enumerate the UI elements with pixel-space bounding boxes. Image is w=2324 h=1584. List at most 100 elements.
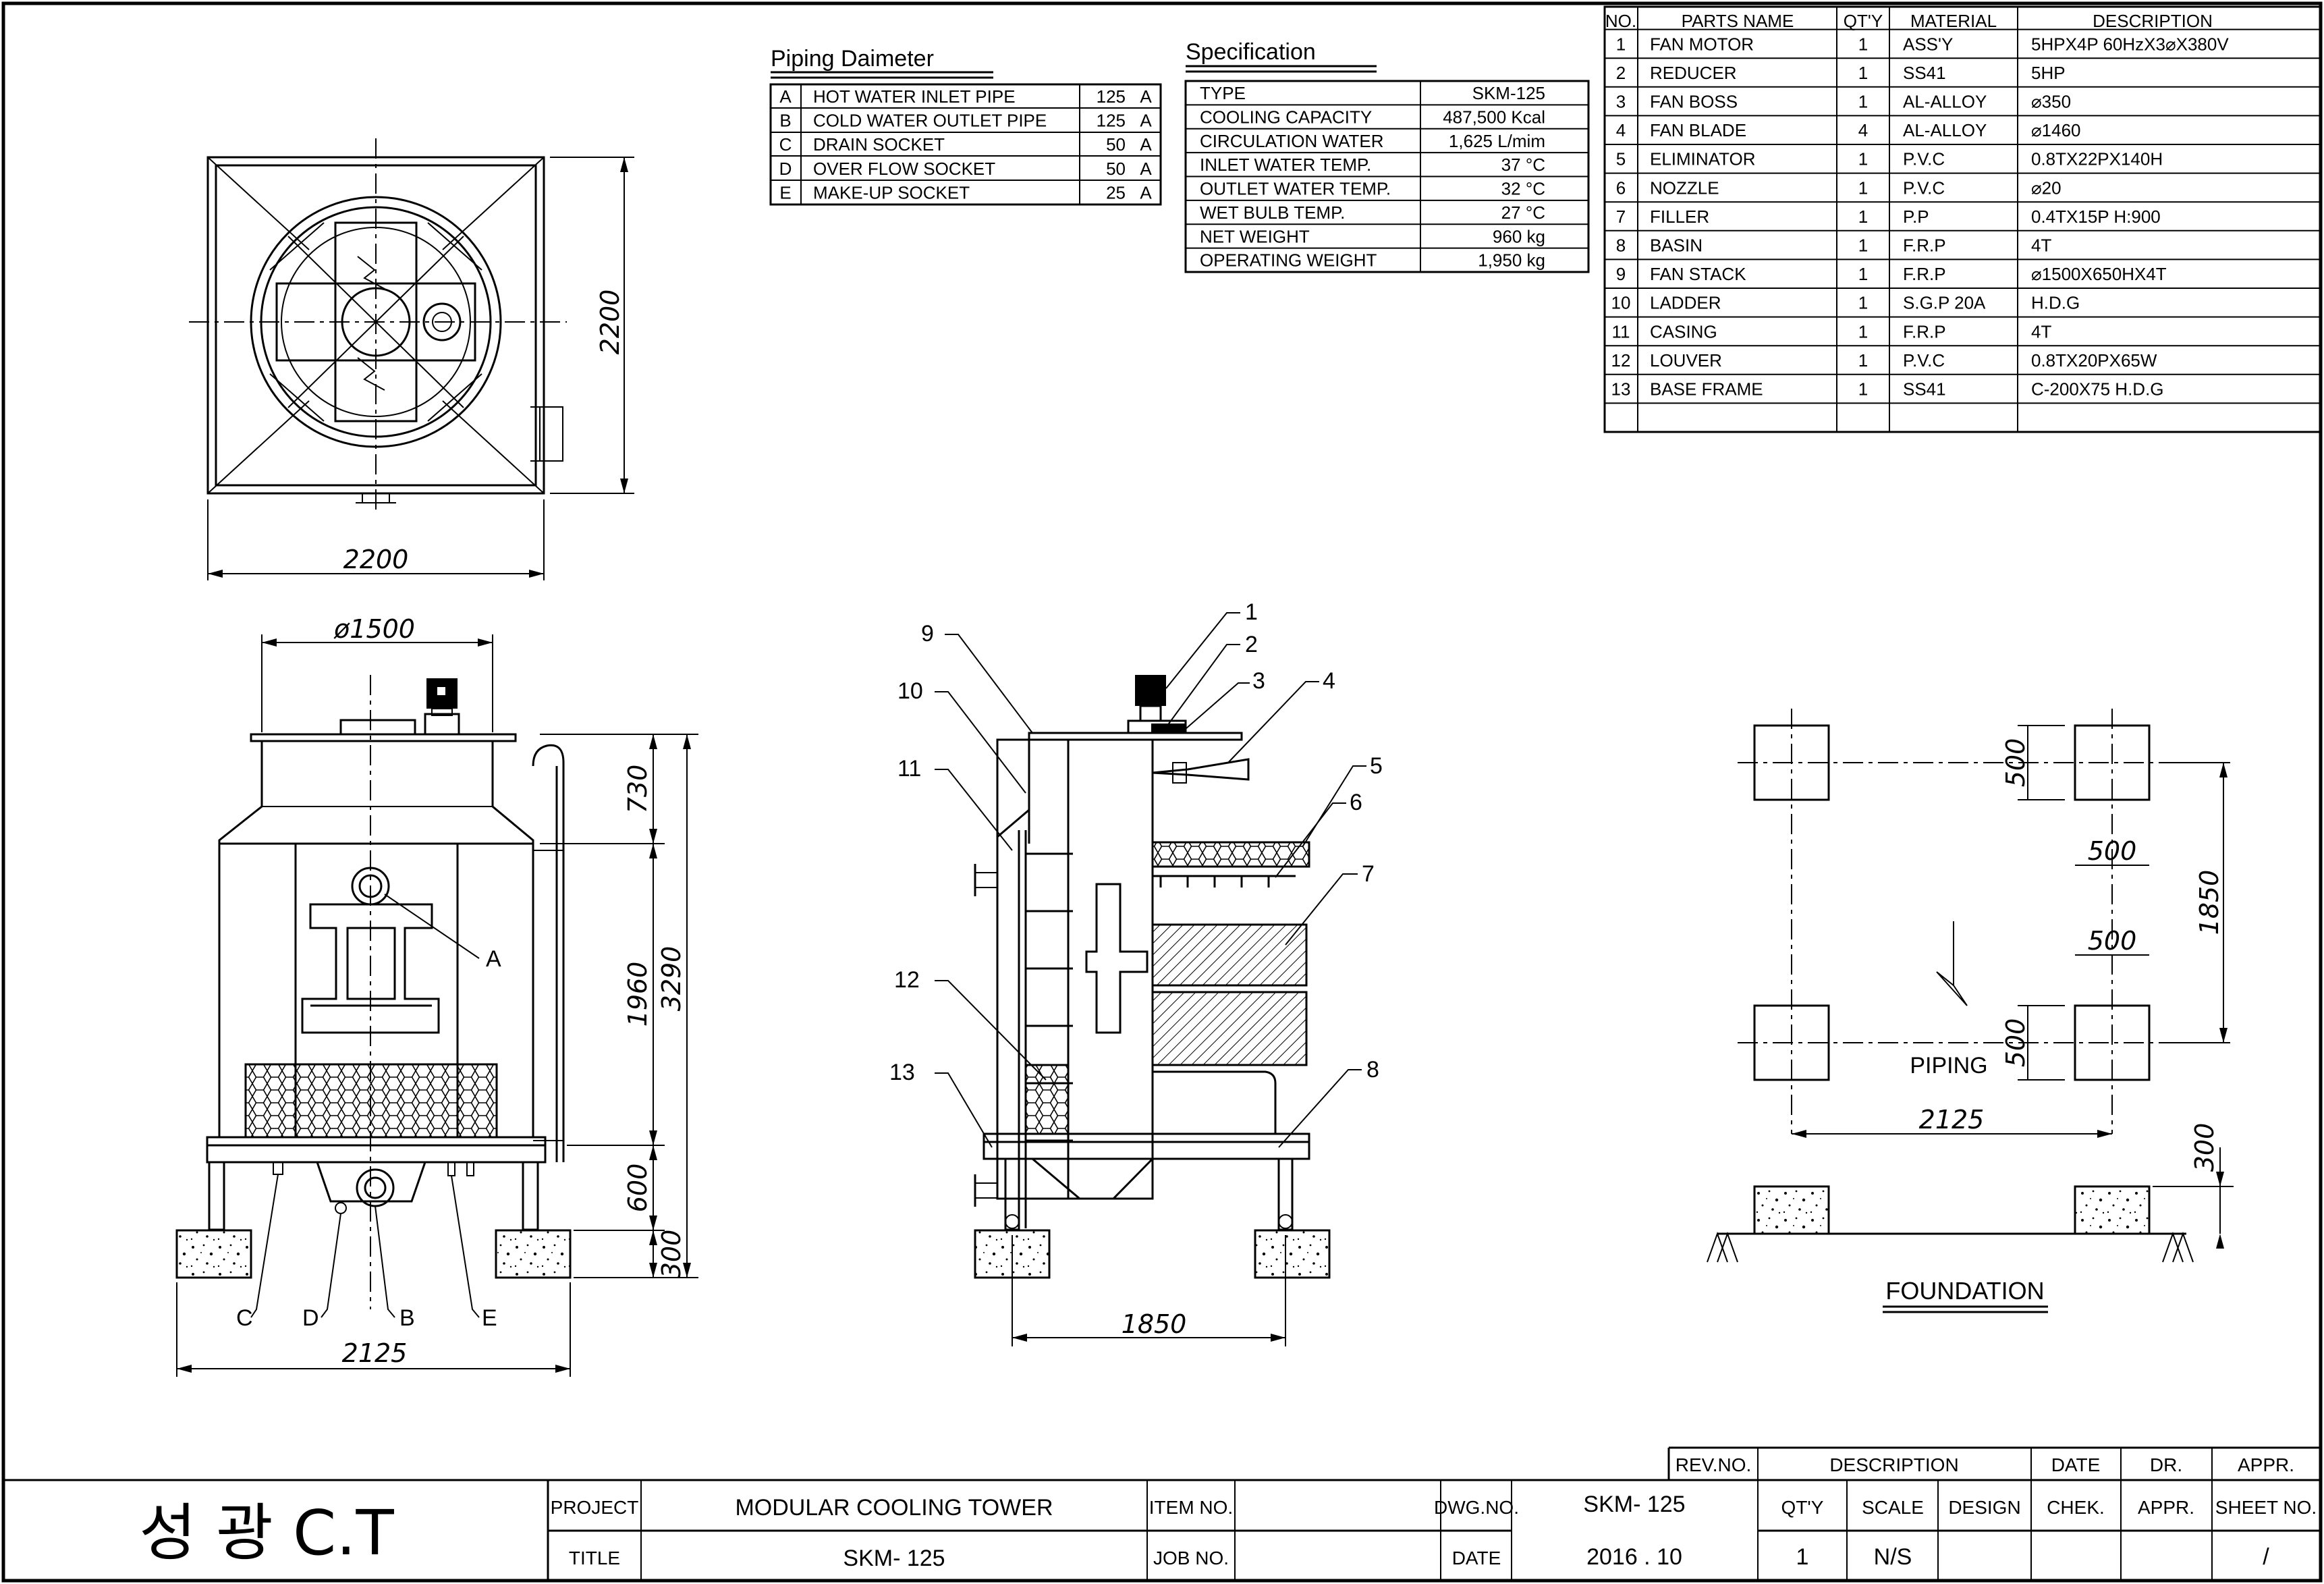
parts-cell: 1	[1858, 91, 1868, 111]
piping-size: 125	[1097, 86, 1126, 107]
piping-label: PIPING	[1910, 1053, 1987, 1078]
callout-5: 5	[1370, 753, 1383, 779]
parts-cell: 0.4TX15P H:900	[2031, 207, 2161, 227]
foundation-title: FOUNDATION	[1885, 1277, 2044, 1305]
job-no-label: JOB NO.	[1153, 1548, 1229, 1568]
callout-8: 8	[1366, 1057, 1379, 1083]
parts-cell: SS41	[1903, 63, 1946, 83]
callout-9: 9	[921, 621, 934, 647]
date-label: DATE	[1452, 1548, 1501, 1568]
parts-cell: 10	[1611, 293, 1631, 313]
piping-key: D	[779, 159, 792, 179]
scale-value: N/S	[1874, 1544, 1912, 1570]
found-dim-300: 300	[2190, 1123, 2219, 1172]
parts-cell: FAN BLADE	[1650, 120, 1746, 140]
title-block: REV.NO. DESCRIPTION DATE DR. APPR. 성 광 C…	[3, 1446, 2321, 1581]
parts-cell: 1	[1858, 235, 1868, 255]
parts-cell: 1	[1858, 149, 1868, 169]
parts-cell: LADDER	[1650, 293, 1721, 313]
parts-cell: FAN MOTOR	[1650, 34, 1754, 54]
parts-cell: ⌀1500X650HX4T	[2031, 264, 2167, 284]
parts-cell: ELIMINATOR	[1650, 149, 1756, 169]
parts-cell: P.V.C	[1903, 350, 1945, 371]
title-value: SKM- 125	[843, 1546, 945, 1571]
piping-size: 25	[1106, 182, 1126, 202]
spec-name: OUTLET WATER TEMP.	[1200, 179, 1391, 199]
parts-cell: 0.8TX20PX65W	[2031, 350, 2157, 371]
parts-cell: 0.8TX22PX140H	[2031, 149, 2163, 169]
parts-cell: 5	[1616, 149, 1626, 169]
parts-cell: 12	[1611, 350, 1631, 371]
foundation-plan: PIPING 500 500 500 500 1850 2125 300 FOU…	[1707, 709, 2234, 1313]
found-dim-500-b: 500	[2088, 836, 2137, 866]
parts-cell: FAN STACK	[1650, 264, 1746, 284]
parts-cell: BASIN	[1650, 235, 1703, 255]
spec-value: 37 °C	[1501, 155, 1545, 175]
parts-cell: NOZZLE	[1650, 177, 1719, 198]
rev-appr-header: APPR.	[2238, 1454, 2294, 1475]
parts-cell: 11	[1612, 321, 1630, 342]
parts-cell: ⌀350	[2031, 91, 2071, 111]
callout-3: 3	[1252, 668, 1265, 694]
front-dia-dim: ø1500	[333, 614, 415, 644]
parts-cell: SS41	[1903, 379, 1946, 399]
parts-header: MATERIAL	[1910, 11, 1997, 31]
front-elevation: A C D B E ø1500	[175, 614, 698, 1377]
qty-value: 1	[1796, 1544, 1809, 1570]
piping-size: 125	[1097, 111, 1126, 131]
parts-cell: 1	[1858, 264, 1868, 284]
plan-depth-dim: 2200	[595, 290, 625, 355]
piping-key: E	[779, 182, 791, 202]
parts-cell: 2	[1616, 63, 1626, 83]
side-width-dim: 1850	[1122, 1309, 1187, 1339]
plan-width-dim: 2200	[343, 545, 409, 574]
piping-unit: A	[1140, 182, 1152, 202]
found-dim-500-c: 500	[2088, 926, 2137, 956]
dim-730: 730	[623, 765, 653, 814]
piping-unit: A	[1140, 111, 1152, 131]
parts-cell: P.P	[1903, 207, 1929, 227]
project-label: PROJECT	[551, 1497, 639, 1518]
sheet-no-label: SHEET NO.	[2215, 1497, 2317, 1518]
piping-key: B	[779, 111, 791, 131]
parts-cell: 9	[1616, 264, 1626, 284]
parts-cell: CASING	[1650, 321, 1717, 342]
piping-name: HOT WATER INLET PIPE	[813, 86, 1016, 107]
parts-cell: P.V.C	[1903, 149, 1945, 169]
parts-cell: F.R.P	[1903, 264, 1946, 284]
project-name: MODULAR COOLING TOWER	[735, 1495, 1053, 1521]
item-no-label: ITEM NO.	[1149, 1497, 1233, 1518]
parts-cell: 3	[1616, 91, 1626, 111]
parts-cell: F.R.P	[1903, 321, 1946, 342]
callout-6: 6	[1350, 790, 1362, 815]
parts-cell: 1	[1858, 321, 1868, 342]
parts-cell: 13	[1611, 379, 1631, 399]
qty-label: QT'Y	[1781, 1497, 1824, 1518]
side-section: 1 2 3 4 5 6 7 8 9 10 11 12 13 1850	[889, 599, 1383, 1346]
callout-7: 7	[1362, 861, 1375, 887]
piping-key: C	[779, 134, 792, 155]
dwg-no-value: SKM- 125	[1583, 1492, 1685, 1517]
spec-title: Specification	[1186, 39, 1316, 65]
parts-cell: 1	[1858, 379, 1868, 399]
callout-11: 11	[897, 756, 921, 782]
piping-name: COLD WATER OUTLET PIPE	[813, 111, 1047, 131]
parts-cell: C-200X75 H.D.G	[2031, 379, 2164, 399]
callout-E: E	[482, 1305, 497, 1331]
parts-cell: 4T	[2031, 235, 2051, 255]
piping-key: A	[779, 86, 792, 107]
found-dim-1850: 1850	[2194, 870, 2224, 935]
spec-name: INLET WATER TEMP.	[1200, 155, 1371, 175]
parts-cell: 1	[1858, 34, 1868, 54]
spec-value: 32 °C	[1501, 179, 1545, 199]
spec-name: CIRCULATION WATER	[1200, 131, 1384, 151]
parts-cell: AL-ALLOY	[1903, 120, 1987, 140]
callout-12: 12	[894, 967, 920, 993]
parts-cell: 8	[1616, 235, 1626, 255]
found-dim-2125: 2125	[1919, 1105, 1985, 1135]
rev-desc-header: DESCRIPTION	[1829, 1454, 1958, 1475]
callout-B: B	[399, 1305, 415, 1331]
spec-value: 960 kg	[1493, 226, 1545, 246]
parts-cell: 4	[1616, 120, 1626, 140]
parts-cell: 5HP	[2031, 63, 2066, 83]
